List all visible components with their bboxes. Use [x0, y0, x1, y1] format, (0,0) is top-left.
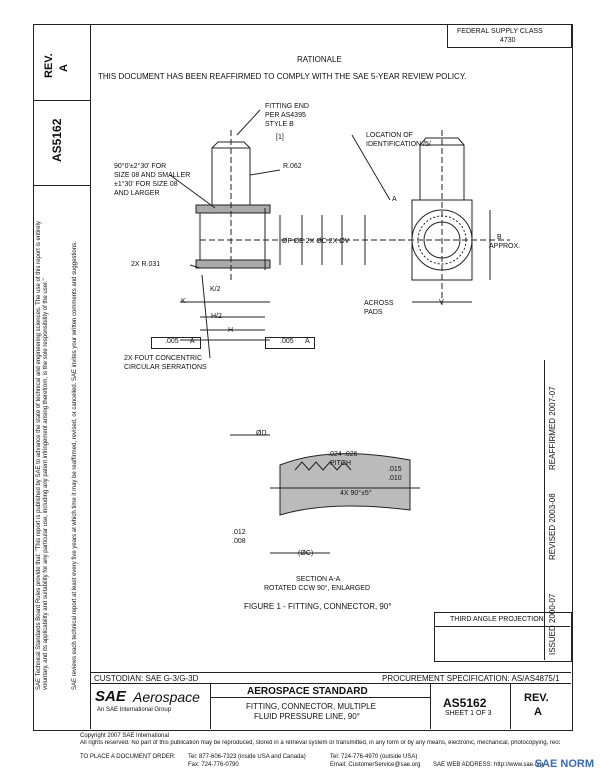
rev-value: A	[534, 706, 542, 718]
note-angle-2: SIZE 08 AND SMALLER	[114, 172, 191, 179]
note-r062: R.062	[283, 163, 302, 170]
footer-order-label: TO PLACE A DOCUMENT ORDER:	[80, 754, 176, 760]
rationale-title: RATIONALE	[297, 55, 342, 64]
section-010: .010	[388, 475, 402, 482]
side-rev-label: REV.	[43, 53, 55, 78]
note-per: PER AS4395	[265, 112, 306, 119]
section-pitch-2: PITCH	[330, 460, 351, 467]
title-line-2: FLUID PRESSURE LINE, 90°	[254, 712, 360, 721]
doc-number: AS5162	[443, 696, 487, 710]
tb-v3	[510, 683, 511, 729]
section-pitch-1: .024-.026	[328, 451, 358, 458]
side-footnote-2: SAE reviews each technical report at lea…	[72, 241, 78, 690]
projection-divider	[434, 626, 570, 627]
projection-box	[434, 612, 572, 662]
section-oc: (ØC)	[298, 550, 314, 557]
note-fout-2: CIRCULAR SERRATIONS	[124, 364, 207, 371]
fsc-value: 4730	[500, 37, 516, 44]
note-angle-4: AND LARGER	[114, 190, 160, 197]
footer-fax: Fax: 724-776-0790	[188, 762, 239, 768]
title-line-1: FITTING, CONNECTOR, MULTIPLE	[246, 702, 376, 711]
dim-h2: H/2	[211, 313, 222, 320]
tolerance-1-ref: A	[190, 338, 195, 345]
dim-b-approx: APPROX.	[489, 243, 521, 250]
footer-rights: All rights reserved. No part of this pub…	[80, 740, 560, 746]
left-divider-2	[33, 185, 90, 186]
tb-h1	[210, 697, 430, 698]
tolerance-frame-2	[265, 337, 315, 349]
section-008: .008	[232, 538, 246, 545]
note-fitting-end: FITTING END	[265, 103, 309, 110]
issued-date: ISSUED 2000-07	[548, 593, 557, 655]
section-012: .012	[232, 529, 246, 536]
footer-tel-1: Tel: 877-606-7323 (inside USA and Canada…	[188, 754, 306, 760]
reaffirmed-date: REAFFIRMED 2007-07	[548, 386, 557, 470]
projection-label: THIRD ANGLE PROJECTION	[450, 616, 544, 623]
tolerance-2-value: .005	[280, 338, 294, 345]
dim-a: A	[392, 196, 397, 203]
footer-web: SAE WEB ADDRESS: http://www.sae.org	[433, 762, 544, 768]
tolerance-2-ref: A	[305, 338, 310, 345]
tolerance-1-value: .005	[165, 338, 179, 345]
tb-v2	[430, 683, 431, 729]
section-015: .015	[388, 466, 402, 473]
note-location-1: LOCATION OF	[366, 132, 413, 139]
note-pads: PADS	[364, 309, 383, 316]
brand-sae: SAE	[95, 688, 126, 705]
tb-v1	[210, 683, 211, 729]
side-footnote: SAE Technical Standards Board Rules prov…	[36, 221, 49, 690]
section-angle: 4X 90°±5°	[340, 490, 372, 497]
standard-label: AEROSPACE STANDARD	[247, 686, 368, 697]
side-rev-value: A	[58, 64, 70, 72]
watermark-logo: SAE NORM	[534, 758, 594, 770]
left-margin-column	[33, 24, 91, 729]
procurement-spec: PROCUREMENT SPECIFICATION: AS/AS4875/1	[382, 674, 560, 683]
fitting-drawing	[169, 109, 510, 554]
dim-k: K	[181, 298, 186, 305]
title-block-top	[90, 672, 571, 673]
figure-caption: FIGURE 1 - FITTING, CONNECTOR, 90°	[244, 602, 392, 611]
custodian: CUSTODIAN: SAE G-3/G-3D	[94, 674, 199, 683]
note-location-2: IDENTIFICATION /5/	[366, 141, 431, 148]
brand-subtitle: An SAE International Group	[97, 707, 172, 713]
side-doc-number: AS5162	[50, 118, 64, 162]
body-outline	[199, 204, 266, 266]
section-title: SECTION A-A	[296, 576, 341, 583]
note-fout-1: 2X FOUT CONCENTRIC	[124, 355, 203, 362]
note-dims: ØF ØE 2X ØC 2X ØV	[282, 238, 350, 245]
fsc-label: FEDERAL SUPPLY CLASS	[457, 28, 543, 35]
left-divider-1	[33, 100, 90, 101]
title-block-divider	[90, 683, 571, 684]
note-angle-1: 90°0'±2°30' FOR	[114, 163, 167, 170]
note-r031: 2X R.031	[131, 261, 161, 268]
dim-h: H	[228, 327, 234, 334]
right-margin-divider	[544, 360, 545, 660]
sheet-number: SHEET 1 OF 3	[445, 710, 492, 717]
rev-label: REV.	[524, 692, 549, 704]
brand-aerospace: Aerospace	[133, 689, 200, 705]
revised-date: REVISED 2003-08	[548, 493, 557, 560]
footer-email: Email: CustomerService@sae.org	[330, 762, 421, 768]
fsc-box	[447, 24, 572, 48]
dim-b: B	[497, 234, 502, 241]
footer-tel-2: Tel: 724-776-4970 (outside USA)	[330, 754, 418, 760]
rationale-text: THIS DOCUMENT HAS BEEN REAFFIRMED TO COM…	[98, 72, 467, 81]
section-subtitle: ROTATED CCW 90°, ENLARGED	[264, 585, 370, 592]
note-angle-3: ±1°30' FOR SIZE 08	[114, 181, 178, 188]
tolerance-frame-1	[151, 337, 201, 349]
note-style: STYLE B	[265, 121, 294, 128]
drawing-frame	[33, 24, 573, 731]
note-across: ACROSS	[364, 300, 394, 307]
footer-copyright: Copyright 2007 SAE International	[80, 733, 170, 739]
section-od: ØD	[256, 430, 267, 437]
dim-k2: K/2	[210, 286, 221, 293]
dim-v: V	[439, 299, 444, 306]
note-bracket: [1]	[276, 134, 284, 141]
